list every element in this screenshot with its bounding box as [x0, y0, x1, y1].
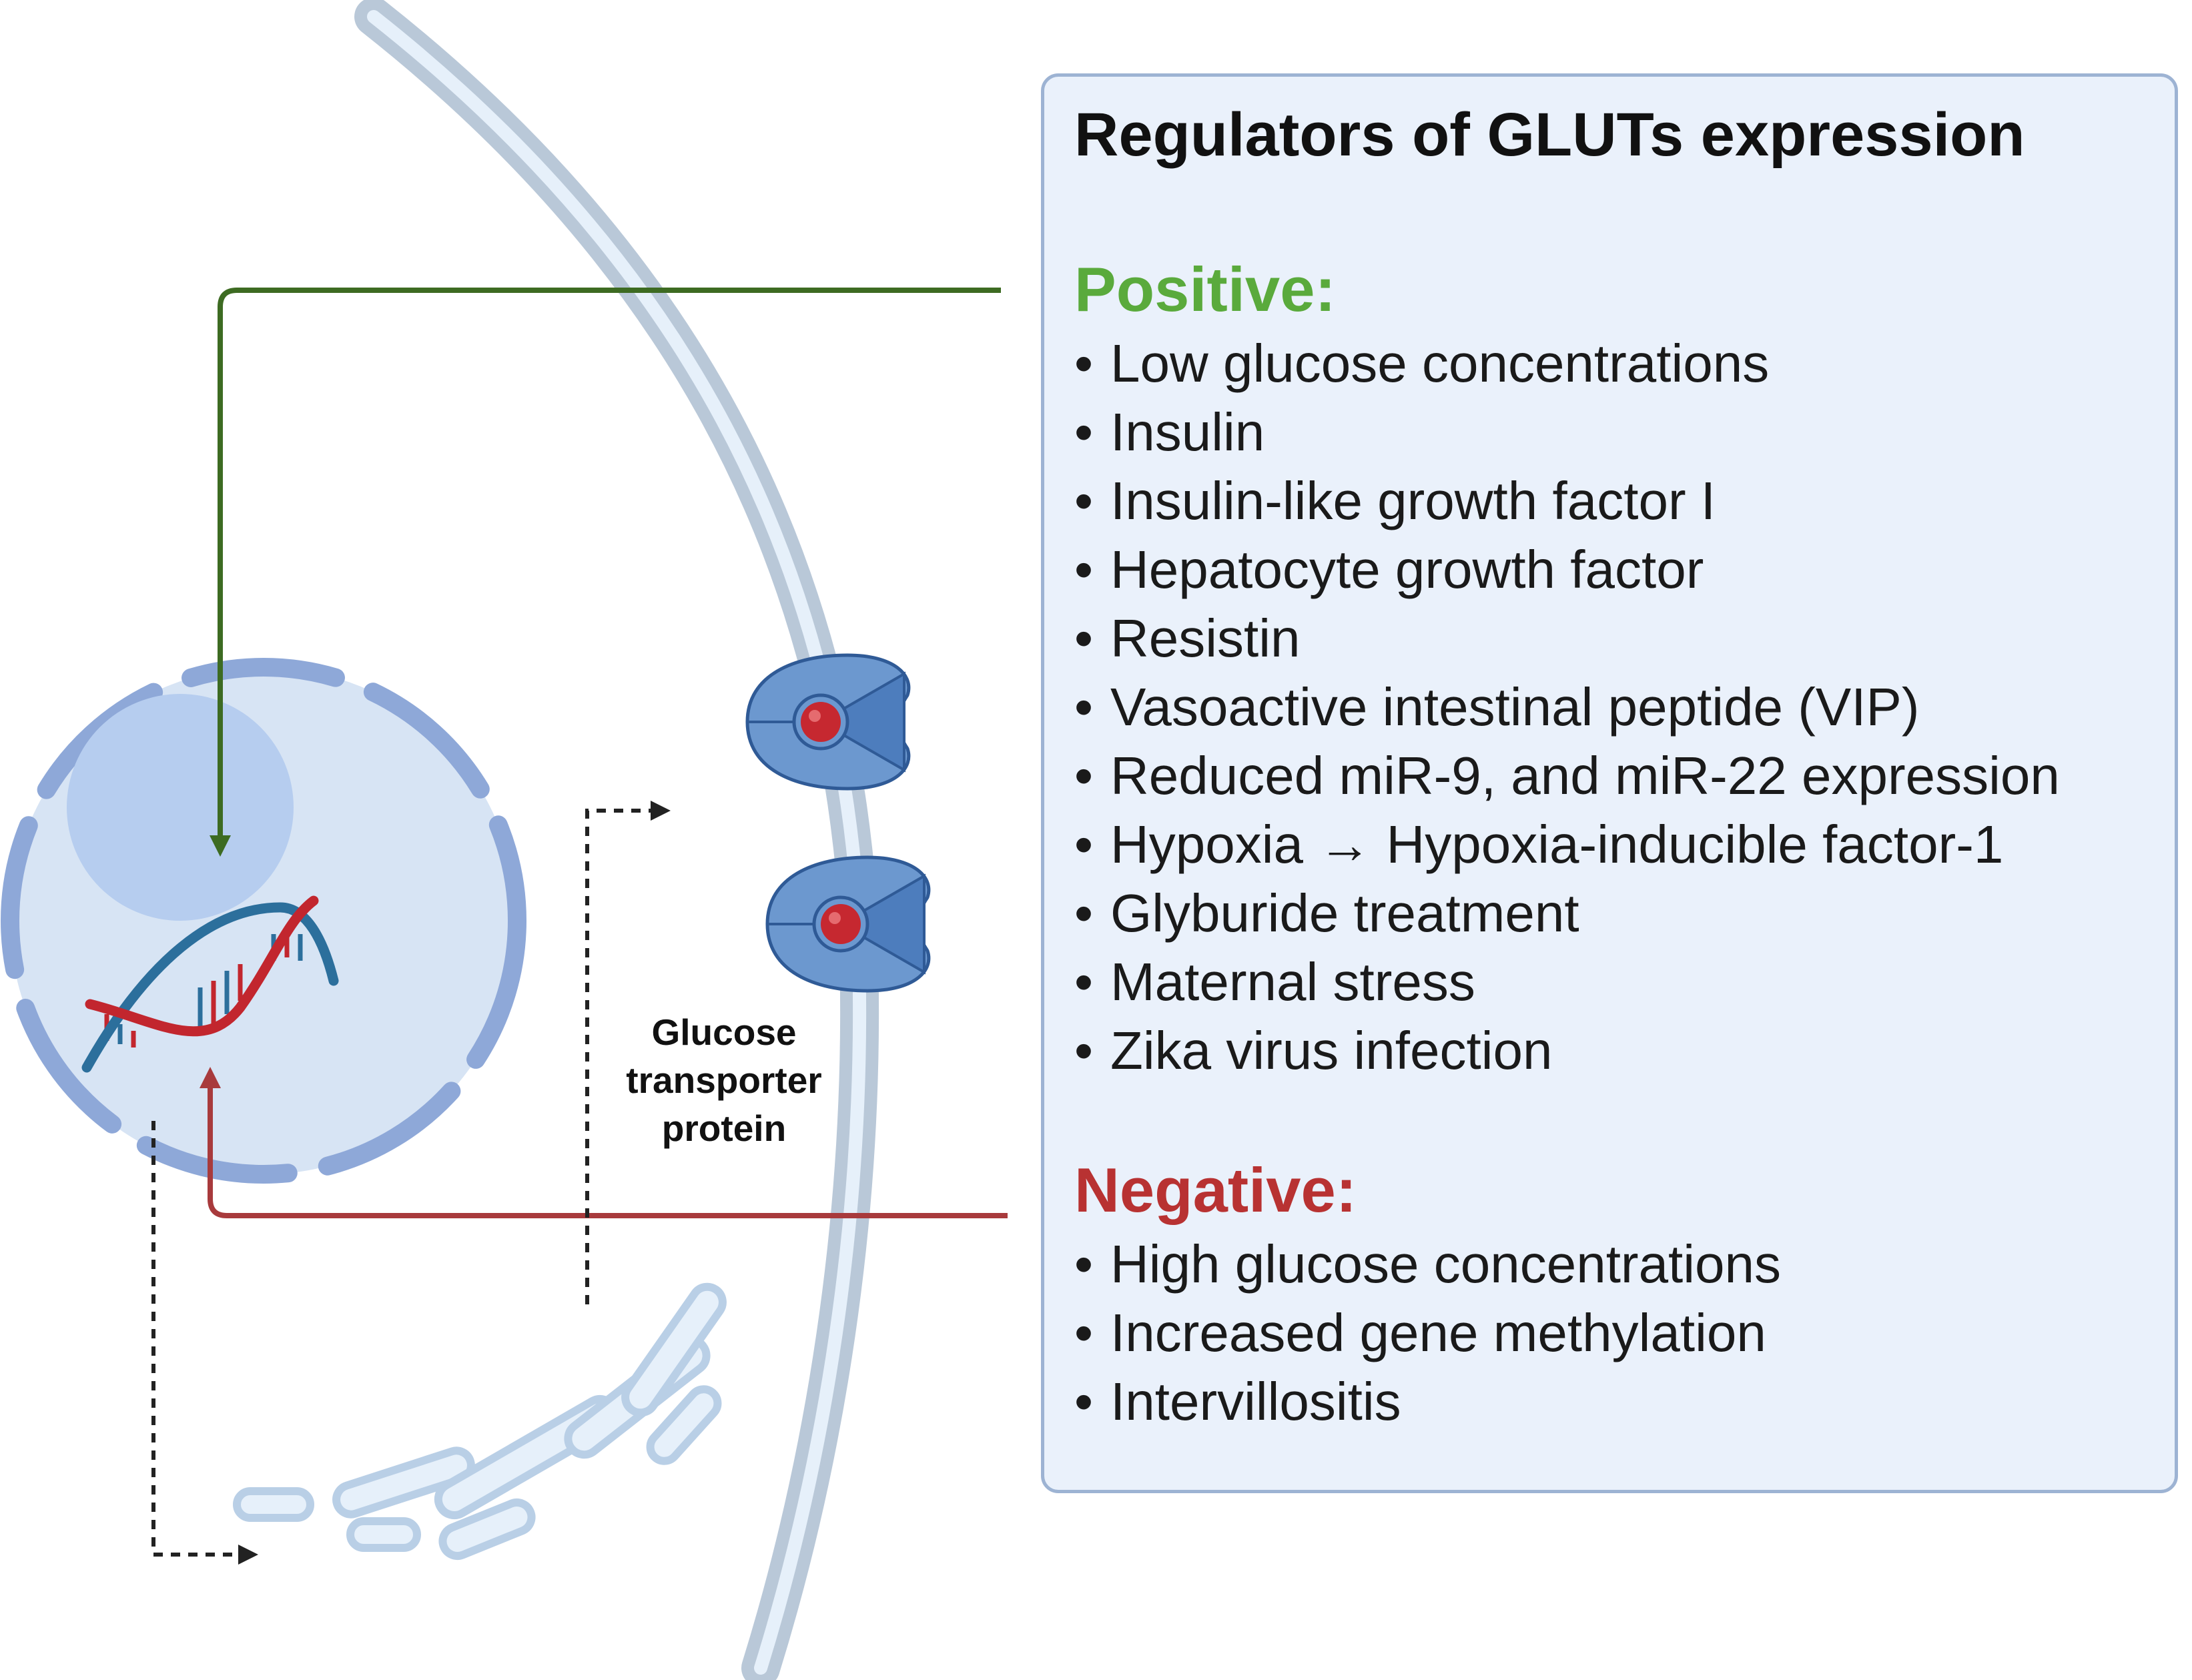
list-item: •Vasoactive intestinal peptide (VIP) — [1074, 677, 1920, 737]
list-item: •Glyburide treatment — [1074, 883, 1579, 943]
list-item: •Insulin-like growth factor I — [1074, 471, 1716, 530]
glucose-transporter-icon — [745, 653, 911, 791]
regulator-label: Vasoactive intestinal peptide (VIP) — [1110, 677, 1920, 737]
positive-regulation-arrow — [210, 288, 1001, 857]
endoplasmic-reticulum — [233, 1282, 727, 1560]
regulator-label: High glucose concentrations — [1110, 1234, 1782, 1294]
regulator-label: Glyburide treatment — [1110, 883, 1579, 943]
positive-heading: Positive: — [1074, 254, 1336, 324]
cell-membrane — [354, 0, 879, 1680]
legend-title: Regulators of GLUTs expression — [1074, 101, 2025, 169]
list-item: •Reduced miR-9, and miR-22 expression — [1074, 746, 2060, 805]
regulator-label: Hepatocyte growth factor — [1110, 540, 1704, 599]
regulator-label: Intervillositis — [1110, 1372, 1401, 1431]
list-item: •Low glucose concentrations — [1074, 334, 1770, 393]
transporter-label-line: Glucose — [651, 1011, 797, 1053]
regulator-label: Hypoxia → Hypoxia-inducible factor-1 — [1110, 815, 2004, 874]
list-item: •Maternal stress — [1074, 952, 1475, 1011]
list-item: •Hepatocyte growth factor — [1074, 540, 1704, 599]
list-item: •High glucose concentrations — [1074, 1234, 1782, 1294]
trafficking-arrow — [585, 801, 671, 1304]
regulator-label: Reduced miR-9, and miR-22 expression — [1110, 746, 2060, 805]
list-item: •Increased gene methylation — [1074, 1303, 1766, 1362]
regulator-label: Insulin — [1110, 402, 1265, 462]
glucose-transporter-icon — [765, 855, 931, 993]
list-item: •Insulin — [1074, 402, 1265, 462]
list-item: •Intervillositis — [1074, 1372, 1401, 1431]
list-item: •Zika virus infection — [1074, 1021, 1553, 1080]
regulator-label: Resistin — [1110, 608, 1301, 668]
list-item: •Resistin — [1074, 608, 1301, 668]
dna-helix-icon — [81, 895, 339, 1073]
regulator-label: Zika virus infection — [1110, 1021, 1553, 1080]
translation-arrow — [151, 1121, 258, 1565]
transporter-label-line: transporter — [626, 1060, 822, 1101]
regulator-label: Maternal stress — [1110, 952, 1475, 1011]
negative-regulators-list: •High glucose concentrations •Increased … — [1074, 1230, 1781, 1436]
transporter-label-line: protein — [661, 1108, 787, 1149]
regulators-legend-box — [1041, 73, 2178, 1493]
nucleolus — [67, 694, 294, 921]
negative-regulation-arrow — [200, 1067, 1008, 1218]
regulator-label: Low glucose concentrations — [1110, 334, 1770, 393]
negative-heading: Negative: — [1074, 1155, 1357, 1225]
positive-regulators-list: •Low glucose concentrations •Insulin •In… — [1074, 329, 2060, 1085]
regulator-label: Increased gene methylation — [1110, 1303, 1766, 1362]
regulator-label: Insulin-like growth factor I — [1110, 471, 1716, 530]
list-item: •Hypoxia → Hypoxia-inducible factor-1 — [1074, 815, 2004, 874]
